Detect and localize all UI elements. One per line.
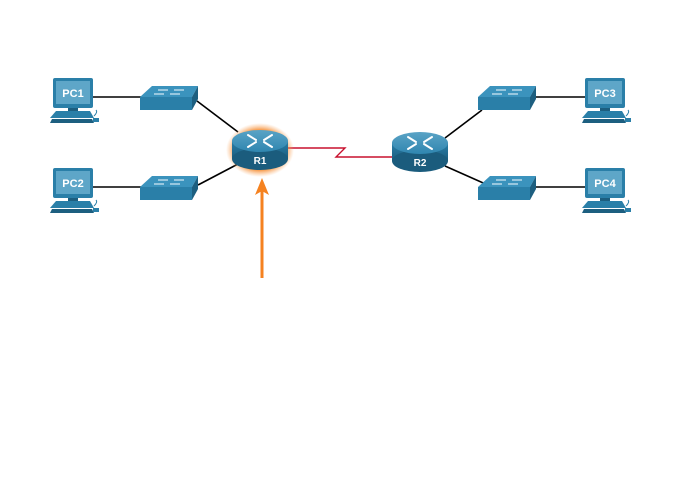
router-r1[interactable]: R1	[226, 123, 294, 177]
arrow-up-icon	[255, 178, 269, 195]
switch-icon	[140, 176, 198, 187]
router-icon	[392, 132, 448, 154]
switch-s3[interactable]	[478, 86, 536, 110]
r1-label: R1	[254, 156, 267, 167]
pc1-label: PC1	[62, 88, 83, 100]
router-r2[interactable]: R2	[392, 132, 448, 172]
pc1[interactable]: PC1	[50, 78, 99, 123]
pc2-label: PC2	[62, 178, 83, 190]
router-icon	[232, 130, 288, 152]
pc3[interactable]: PC3	[582, 78, 631, 123]
link-r2-s4	[444, 165, 491, 187]
links	[92, 96, 586, 188]
switch-icon	[478, 86, 536, 97]
switch-s2[interactable]	[140, 176, 198, 200]
r2-label: R2	[414, 158, 427, 169]
pc2[interactable]: PC2	[50, 168, 99, 213]
link-s1-r1	[196, 100, 239, 133]
pc4[interactable]: PC4	[582, 168, 631, 213]
switch-icon	[140, 86, 198, 97]
switch-s1[interactable]	[140, 86, 198, 110]
pc3-label: PC3	[594, 88, 615, 100]
link-r1-r2-serial	[288, 147, 393, 158]
link-r2-s3	[444, 109, 483, 139]
pc4-label: PC4	[594, 178, 616, 190]
link-s2-r1	[197, 163, 239, 186]
pointer-arrow	[255, 178, 269, 278]
switch-icon	[478, 176, 536, 187]
switch-s4[interactable]	[478, 176, 536, 200]
